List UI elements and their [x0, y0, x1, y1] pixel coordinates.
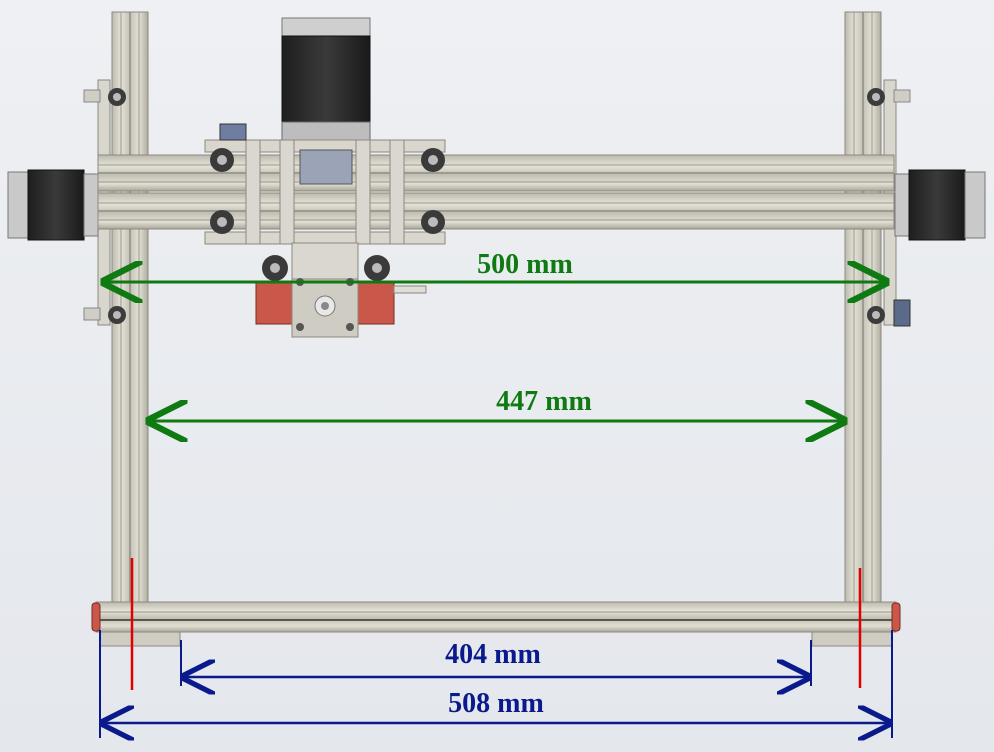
dim-label-508: 508 mm [448, 688, 544, 719]
base-extrusion [91, 601, 901, 647]
z-axis-head [255, 242, 427, 338]
x-carriage [204, 123, 446, 245]
dim-404 [180, 640, 812, 686]
dim-label-447: 447 mm [496, 386, 592, 417]
dim-508 [99, 630, 893, 738]
right-stepper-motor [894, 169, 986, 241]
dim-label-404: 404 mm [445, 639, 541, 670]
left-stepper-motor [7, 169, 99, 241]
dim-label-500: 500 mm [477, 249, 573, 280]
z-stepper-motor [281, 17, 371, 141]
